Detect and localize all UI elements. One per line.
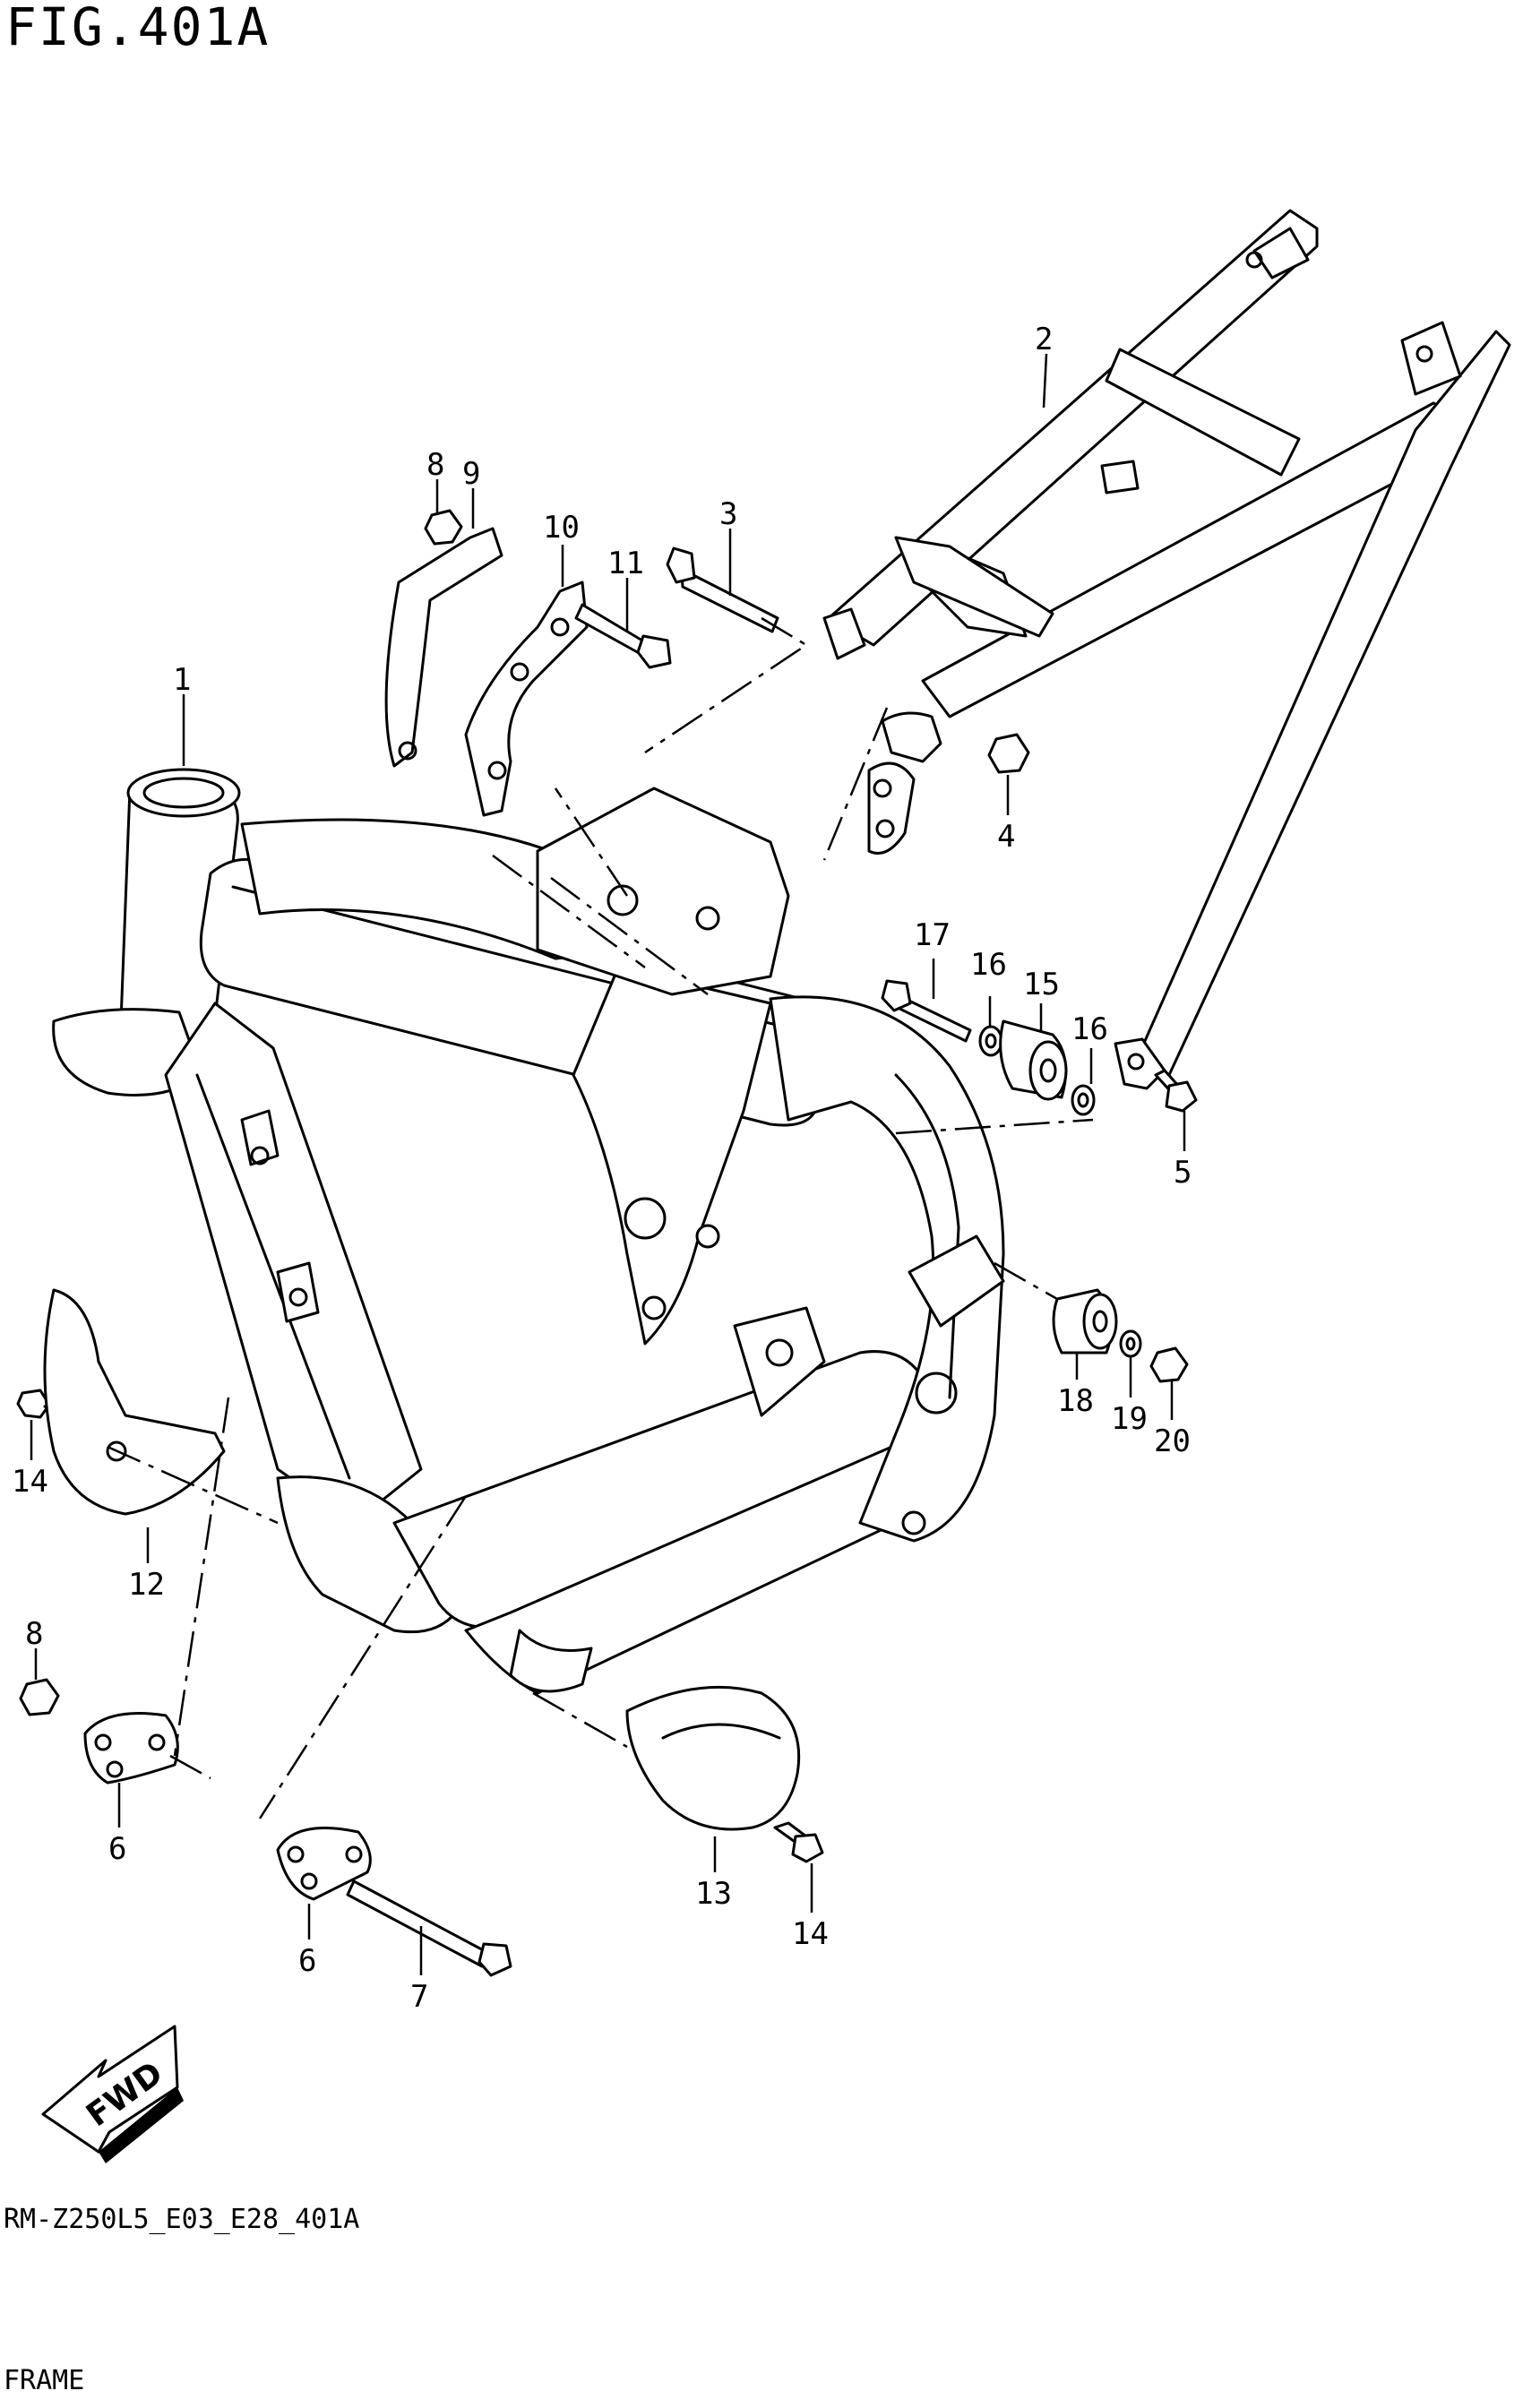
plate-6-left — [83, 1712, 179, 1784]
callout-14-right: 14 — [792, 1916, 829, 1952]
callout-3: 3 — [719, 496, 737, 532]
callout-9: 9 — [462, 456, 480, 492]
spacer-18 — [1052, 1288, 1118, 1354]
seat-rail — [822, 209, 1511, 1090]
callout-5: 5 — [1174, 1155, 1192, 1191]
bolt-14-right — [773, 1821, 824, 1863]
callout-13: 13 — [695, 1876, 732, 1912]
callout-4: 4 — [997, 819, 1015, 855]
nut-4 — [987, 733, 1030, 774]
washer-16-left — [978, 1025, 1003, 1057]
callout-17: 17 — [914, 917, 951, 953]
callout-19: 19 — [1111, 1401, 1148, 1437]
fwd-arrow-icon — [41, 2025, 184, 2163]
callout-11: 11 — [607, 546, 644, 581]
callouts: 1 2 3 4 5 6 6 7 8 8 9 10 11 12 13 14 14 … — [12, 322, 1192, 2015]
bolt-7 — [346, 1879, 512, 1977]
bolt-5 — [1154, 1069, 1198, 1113]
callout-1: 1 — [173, 662, 191, 698]
callout-12: 12 — [128, 1567, 165, 1603]
figure-name: FRAME — [4, 2365, 85, 2396]
bracket-10 — [464, 580, 589, 817]
guard-13 — [625, 1685, 801, 1831]
callout-10: 10 — [543, 510, 580, 546]
reference-lines — [107, 616, 1094, 1819]
callout-2: 2 — [1035, 322, 1053, 357]
bolt-11 — [574, 603, 672, 669]
callout-7: 7 — [410, 1979, 428, 2015]
callout-6-bottom: 6 — [298, 1943, 316, 1979]
callout-16-left: 16 — [970, 947, 1007, 983]
callout-8-bottom: 8 — [25, 1616, 43, 1652]
callout-15: 15 — [1023, 967, 1060, 1002]
nut-8-bottom — [19, 1678, 60, 1716]
callout-18: 18 — [1057, 1383, 1094, 1419]
nut-20 — [1149, 1346, 1189, 1383]
guard-12 — [43, 1288, 226, 1516]
bolt-17 — [881, 979, 972, 1043]
callout-14-left: 14 — [12, 1464, 48, 1500]
callout-8-top: 8 — [426, 447, 444, 483]
spacer-15 — [999, 1019, 1068, 1101]
callout-16-right: 16 — [1071, 1011, 1108, 1047]
bracket-9 — [384, 527, 503, 768]
main-frame — [52, 768, 1005, 1695]
plate-6-bottom — [276, 1827, 372, 1901]
washer-19 — [1119, 1329, 1142, 1358]
callout-6-left: 6 — [108, 1831, 126, 1867]
figure-title: FIG.401A — [5, 0, 271, 57]
callout-20: 20 — [1154, 1423, 1191, 1459]
washer-16-right — [1071, 1084, 1096, 1116]
leader-lines — [30, 353, 1186, 1975]
figure-code: RM-Z250L5_E03_E28_401A — [4, 2204, 360, 2235]
nut-8-top — [424, 509, 463, 546]
